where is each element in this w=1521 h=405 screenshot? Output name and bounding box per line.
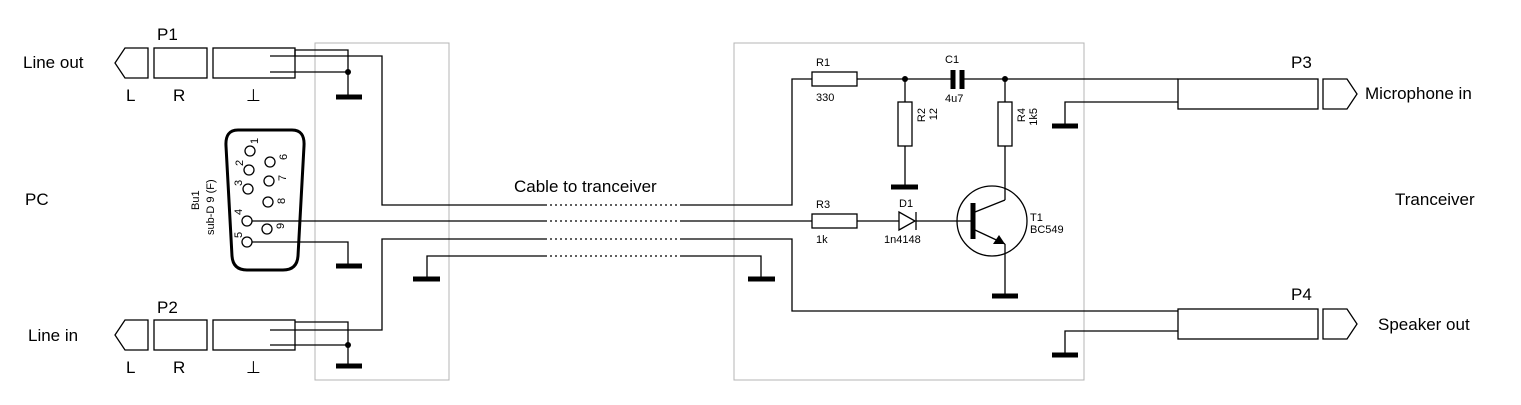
transistor-t1: T1 BC549 [956, 185, 1064, 257]
r1-ref: R1 [816, 57, 830, 69]
plug-p2: Line in P2 L R ⊥ [28, 298, 296, 377]
plug-p4-label: Speaker out [1378, 315, 1470, 334]
diode-d1: D1 1n4148 [884, 198, 921, 246]
wire-cable-shield-right [680, 255, 762, 278]
pin-2-hole [243, 164, 255, 176]
pin-3-hole [242, 183, 254, 195]
plug-p4-id: P4 [1291, 285, 1312, 304]
wire-to-r1 [680, 78, 812, 206]
pin-9-label: 9 [275, 223, 287, 229]
r1-value: 330 [816, 92, 834, 104]
pin-1-label: 1 [249, 138, 261, 144]
r2-value: 12 [928, 108, 940, 120]
plug-p4: P4 Speaker out [1177, 285, 1470, 340]
plug-p2-id: P2 [157, 298, 178, 317]
plug-p1-pin-r: R [173, 86, 185, 105]
plug-p2-label: Line in [28, 326, 78, 345]
plug-p2-pin-l: L [126, 358, 135, 377]
plug-p4-tip [1322, 308, 1358, 340]
wire-p1-ring [294, 49, 349, 72]
r4-value: 1k5 [1028, 108, 1040, 126]
connector-type: sub-D 9 (F) [205, 179, 217, 235]
r4-ref: R4 [1016, 108, 1028, 122]
sub-d9-shell [224, 128, 306, 272]
resistor-r3 [811, 213, 858, 229]
resistor-r1 [811, 71, 858, 87]
plug-p1-tip [114, 47, 149, 79]
plug-p1-label: Line out [23, 53, 84, 72]
r2-ref: R2 [916, 108, 928, 122]
plug-p3-sleeve [1177, 78, 1319, 110]
pin-5-label: 5 [233, 232, 245, 238]
plug-p1-sleeve [212, 47, 296, 79]
pin-1-hole [244, 145, 256, 157]
capacitor-c1: C1 4u7 [945, 54, 965, 105]
resistor-r2 [897, 101, 913, 147]
d1-value: 1n4148 [884, 234, 921, 246]
wire-p4-ground [1064, 330, 1178, 353]
plug-p3: P3 Microphone in [1177, 53, 1472, 110]
connector-designator: Bu1 [190, 190, 202, 210]
cable-label: Cable to tranceiver [514, 177, 657, 196]
r3-value: 1k [816, 234, 828, 246]
wire-cable-shield-left [426, 255, 545, 278]
plug-p1-pin-l: L [126, 86, 135, 105]
connector-bu1: Bu1 sub-D 9 (F) 1 2 3 4 5 6 7 8 9 [190, 128, 306, 272]
plug-p1-id: P1 [157, 25, 178, 44]
d1-ref: D1 [899, 198, 913, 210]
plug-p3-tip [1322, 78, 1358, 110]
plug-p1-pin-ground: ⊥ [246, 86, 261, 105]
plug-p3-label: Microphone in [1365, 84, 1472, 103]
pin-2-label: 2 [234, 160, 246, 166]
plug-p1-ring [153, 47, 208, 79]
wire-p3-ground [1064, 101, 1178, 124]
plug-p2-sleeve [212, 319, 296, 351]
r3-ref: R3 [816, 199, 830, 211]
tranceiver-circuit-frame [733, 42, 1085, 381]
wire-p2-tip-to-cable [270, 238, 545, 331]
cable-dotted-section [545, 204, 680, 257]
pin-4-hole [241, 215, 253, 227]
plug-p4-sleeve [1177, 308, 1319, 340]
wire-pin5-ground [252, 241, 349, 264]
c1-value: 4u7 [945, 93, 963, 105]
pin-7-hole [263, 175, 275, 187]
pin-7-label: 7 [277, 175, 289, 181]
pin-8-label: 8 [276, 198, 288, 204]
c1-ref: C1 [945, 54, 959, 66]
wire-p2-ring [295, 321, 349, 345]
pin-4-label: 4 [233, 209, 245, 215]
t1-value: BC549 [1030, 224, 1064, 236]
tranceiver-label: Tranceiver [1395, 190, 1475, 209]
pin-6-label: 6 [278, 154, 290, 160]
pin-9-hole [261, 223, 273, 235]
junction-dot-p2 [345, 342, 351, 348]
plug-p2-pin-ground: ⊥ [246, 358, 261, 377]
wire-p1-tip-to-cable [270, 55, 545, 206]
plug-p2-pin-r: R [173, 358, 185, 377]
t1-ref: T1 [1030, 212, 1043, 224]
plug-p2-ring [153, 319, 208, 351]
junction-dot-p1 [345, 69, 351, 75]
pin-3-label: 3 [233, 180, 245, 186]
pc-label: PC [25, 190, 49, 209]
plug-p3-id: P3 [1291, 53, 1312, 72]
resistor-r4 [997, 101, 1013, 147]
plug-p1: Line out P1 L R ⊥ [23, 25, 296, 105]
pc-connector-frame [314, 42, 450, 381]
plug-p2-tip [114, 319, 149, 351]
pin-6-hole [264, 156, 276, 168]
wire-cable-to-p4 [680, 238, 1178, 312]
pin-8-hole [262, 196, 274, 208]
